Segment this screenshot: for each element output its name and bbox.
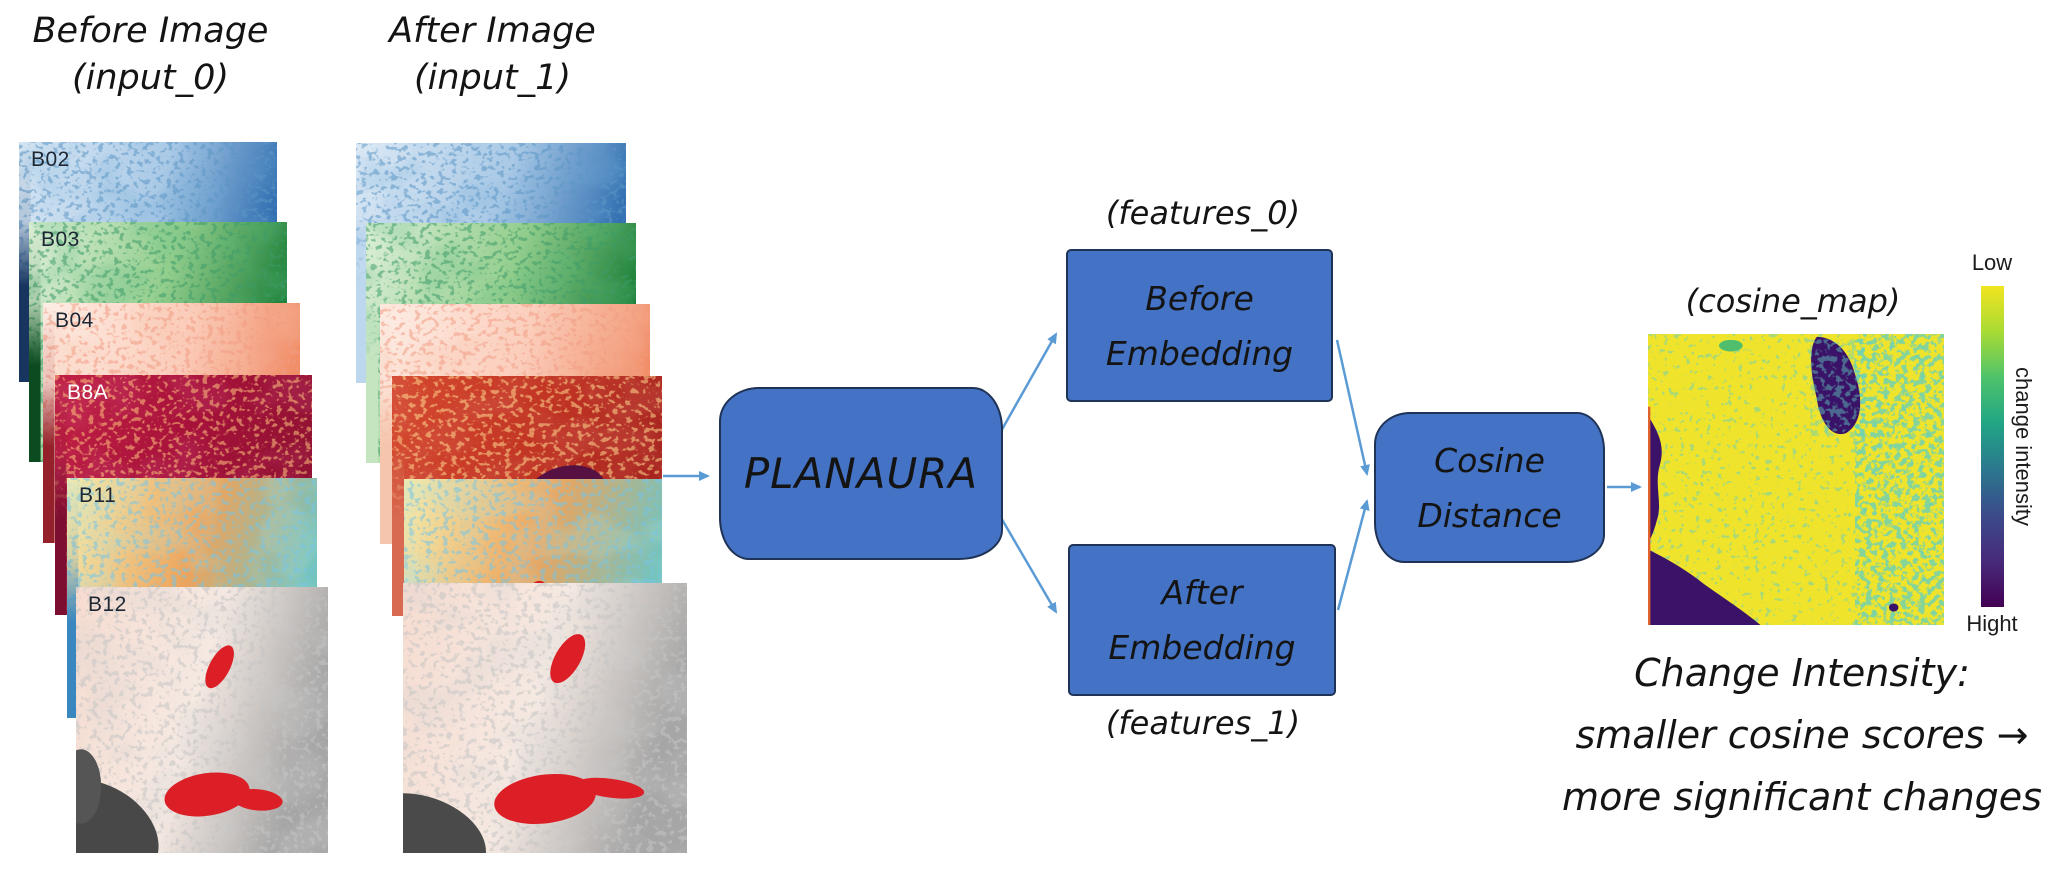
band-label-b12: B12 [88, 593, 127, 616]
before-stack-title-text: Before Image [32, 11, 269, 51]
after-embedding-label-line1: After [1161, 573, 1243, 612]
planaura-node: PLANAURA [719, 387, 1003, 560]
band-label-b11: B11 [79, 484, 117, 507]
colorbar-high-label: Hight [1966, 611, 2018, 636]
band-label-b02: B02 [31, 148, 70, 171]
before-band-image-b12: B12 [76, 587, 328, 853]
before-stack-title: Before Image (input_0) [18, 8, 283, 102]
band-label-b04: B04 [55, 309, 94, 332]
features-1-caption: (features_1) [1105, 704, 1301, 742]
after-band-image-5 [403, 583, 687, 853]
colorbar-axis-label: change intensity [2011, 367, 2036, 526]
band-label-b03: B03 [41, 228, 80, 251]
cosine-map-caption: (cosine_map) [1685, 282, 1901, 320]
before-embedding-node: Before Embedding [1066, 249, 1333, 402]
before-stack-subtitle: (input_0) [71, 58, 230, 98]
before-embedding-label-line1: Before [1145, 278, 1254, 318]
change-intensity-note: Change Intensity: smaller cosine scores … [1556, 642, 2047, 828]
cosine-distance-label-line2: Distance [1417, 495, 1562, 535]
band-label-b8a: B8A [67, 381, 109, 404]
after-stack-title-text: After Image [389, 11, 596, 51]
note-line-2: smaller cosine scores → [1575, 713, 2029, 757]
cosine-map-image [1648, 334, 1944, 625]
after-embedding-label-line2: Embedding [1108, 628, 1296, 667]
cosine-distance-label-line1: Cosine [1434, 440, 1545, 480]
colorbar-low-label: Low [1971, 250, 2013, 275]
planaura-label: PLANAURA [743, 449, 979, 498]
colorbar-gradient [1981, 286, 2004, 607]
note-line-3: more significant changes [1562, 775, 2042, 819]
note-line-1: Change Intensity: [1634, 651, 1970, 695]
after-stack-title: After Image (input_1) [360, 8, 625, 102]
before-embedding-label-line2: Embedding [1105, 333, 1294, 373]
after-embedding-node: After Embedding [1068, 544, 1336, 696]
cosine-distance-node: Cosine Distance [1374, 412, 1605, 563]
features-0-caption: (features_0) [1105, 194, 1301, 232]
after-stack-subtitle: (input_1) [413, 58, 572, 98]
